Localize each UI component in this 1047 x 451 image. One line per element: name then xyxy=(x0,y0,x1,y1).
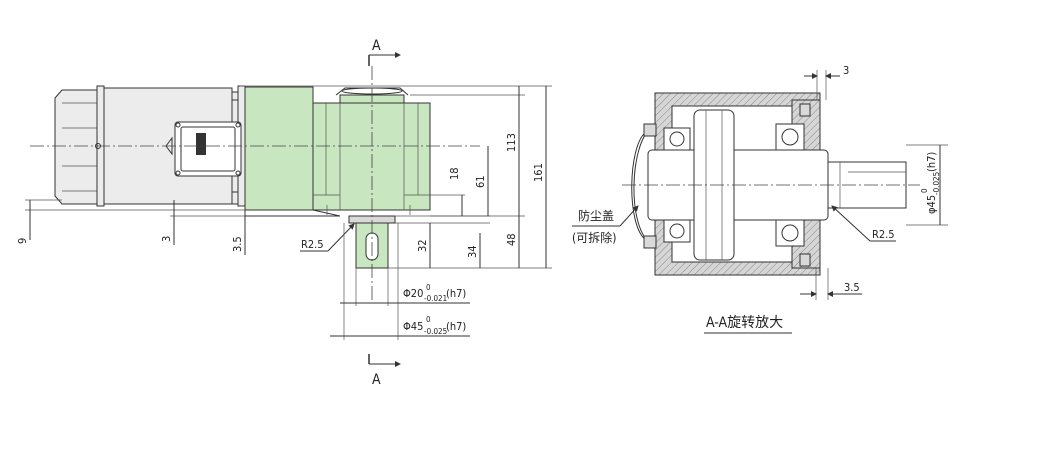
section-dim-shaft-45: φ45 0 -0.025 (h7) xyxy=(920,152,941,214)
dim-shaft-45: Φ45 0 -0.025 (h7) xyxy=(403,315,466,336)
dim-32: 32 xyxy=(416,239,429,252)
dim-18: 18 xyxy=(448,167,461,180)
svg-text:-0.025: -0.025 xyxy=(424,327,447,336)
section-dim-3: 3 xyxy=(843,64,849,77)
section-dim-3-5: 3.5 xyxy=(844,281,860,294)
svg-text:0: 0 xyxy=(426,315,431,324)
radius-label-left: R2.5 xyxy=(301,238,324,251)
dim-3-5: 3.5 xyxy=(231,236,244,252)
dust-cover-label: 防尘盖 xyxy=(578,208,614,223)
section-view: 3 3.5 R2.5 φ45 0 -0.025 (h7) 防尘盖 (可拆除) A… xyxy=(572,64,948,334)
svg-text:0: 0 xyxy=(426,283,431,292)
svg-text:(h7): (h7) xyxy=(446,320,466,333)
svg-text:(h7): (h7) xyxy=(925,152,938,172)
dim-3: 3 xyxy=(160,236,173,242)
svg-text:-0.025: -0.025 xyxy=(932,172,941,195)
dim-161: 161 xyxy=(532,163,545,182)
nameplate-icon xyxy=(196,133,206,155)
svg-text:φ45: φ45 xyxy=(925,195,938,214)
section-letter-bottom: A xyxy=(372,372,381,388)
dim-61: 61 xyxy=(474,175,487,188)
bearing-right-top xyxy=(775,123,805,151)
bearing-left-bottom xyxy=(663,219,691,243)
svg-text:0: 0 xyxy=(920,188,929,193)
radius-label-section: R2.5 xyxy=(872,228,895,241)
svg-text:-0.021: -0.021 xyxy=(424,294,447,303)
dim-113: 113 xyxy=(505,133,518,152)
dim-9: 9 xyxy=(16,238,29,244)
left-view: A A xyxy=(16,38,552,388)
svg-text:Φ45: Φ45 xyxy=(403,320,423,333)
dim-48: 48 xyxy=(505,233,518,246)
bearing-right-bottom xyxy=(775,219,805,247)
dim-34: 34 xyxy=(466,245,479,258)
svg-text:Φ20: Φ20 xyxy=(403,287,423,300)
section-letter-top: A xyxy=(372,38,381,54)
section-mark-top: A xyxy=(368,38,401,66)
dim-shaft-20: Φ20 0 -0.021 (h7) xyxy=(403,283,466,303)
bearing-left-top xyxy=(663,127,691,151)
dust-cover-removable-label: (可拆除) xyxy=(572,230,616,245)
svg-text:(h7): (h7) xyxy=(446,287,466,300)
section-title: A-A旋转放大 xyxy=(706,315,783,331)
section-mark-bottom: A xyxy=(368,354,401,388)
